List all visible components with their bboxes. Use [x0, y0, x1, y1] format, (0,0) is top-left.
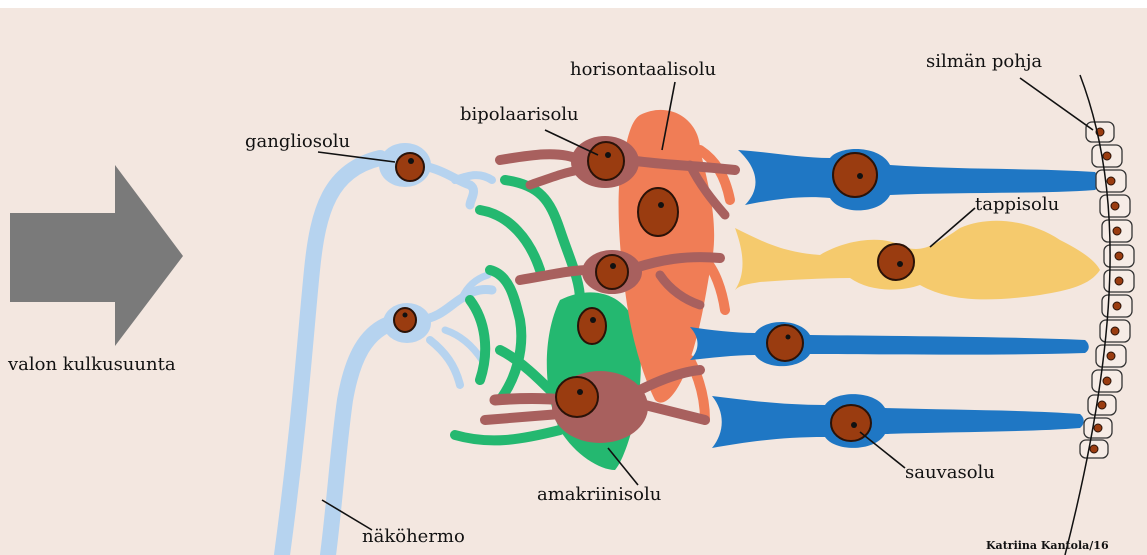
horizontal-nucleus: [638, 188, 678, 236]
label-fundus: silmän pohja: [926, 51, 1042, 72]
label-ganglion-cell: gangliosolu: [245, 131, 350, 152]
amacrine-nucleus: [578, 308, 606, 344]
label-cone-cell: tappisolu: [975, 194, 1059, 215]
label-optic-nerve: näköhermo: [362, 526, 465, 547]
bipolar-process: [500, 154, 580, 160]
rod-nucleus: [767, 325, 803, 361]
bipolar-nucleus: [596, 255, 628, 289]
bipolar-nucleus: [556, 377, 598, 417]
rod-nucleus: [833, 153, 877, 197]
bipolar-process: [485, 414, 560, 420]
label-bipolar-cell: bipolaarisolu: [460, 104, 579, 125]
label-amacrine-cell: amakriinisolu: [537, 484, 661, 505]
ganglion-nucleus: [394, 308, 416, 332]
label-light-direction: valon kulkusuunta: [7, 354, 176, 375]
credit-signature: Katriina Kantola/16: [986, 539, 1109, 552]
label-horizontal-cell: horisontaalisolu: [570, 59, 716, 80]
bipolar-nucleus: [588, 142, 624, 180]
cone-nucleus: [878, 244, 914, 280]
label-rod-cell: sauvasolu: [905, 462, 995, 483]
ganglion-nucleus: [396, 153, 424, 181]
